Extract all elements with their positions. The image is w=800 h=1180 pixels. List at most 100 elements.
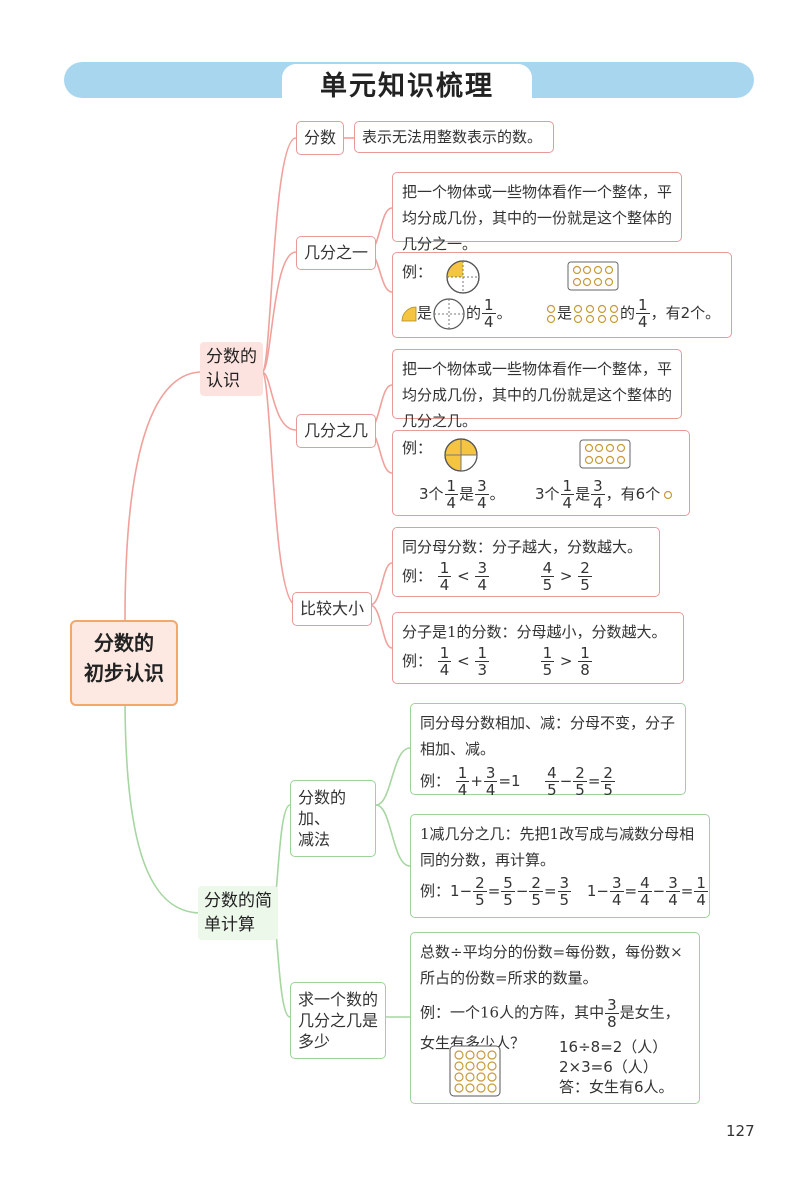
math-token: 1 — [638, 296, 648, 314]
example-label: 例： — [420, 772, 451, 790]
math-token: 1 — [484, 296, 494, 314]
math-token: − — [559, 772, 573, 790]
math-token: 5 — [540, 576, 555, 594]
rule-text: 同分母分数相加、减：分母不变，分子相加、减。 — [420, 714, 676, 758]
math-token: = — [487, 882, 501, 900]
jifenzhiyi-definition: 把一个物体或一些物体看作一个整体，平均分成几份，其中的一份就是这个整体的几分之一… — [392, 172, 682, 253]
math-token: 2 — [603, 764, 613, 782]
node-compare: 比较大小 — [292, 592, 373, 626]
math-token: − — [596, 882, 609, 900]
math-token: 5 — [529, 891, 543, 909]
math-token: 8 — [605, 1013, 619, 1031]
math-token: 1 — [446, 477, 457, 495]
math-token: 4 — [591, 494, 605, 512]
math-token: 是女生， — [619, 1003, 680, 1022]
math-token: = — [587, 772, 601, 790]
math-token: 3 — [559, 874, 570, 892]
math-token: 1 — [562, 477, 573, 495]
page-title: 单元知识梳理 — [320, 71, 494, 102]
math-token: 5 — [473, 891, 487, 909]
example-label: 例： — [402, 567, 433, 585]
operator: < — [457, 652, 470, 670]
math-token: 4 — [542, 559, 553, 577]
math-token: 5 — [503, 874, 513, 892]
branch-fraction-concept: 分数的 认识 — [200, 342, 263, 396]
word-shi: 是 — [417, 304, 433, 322]
node-fenshu: 分数 — [296, 121, 345, 155]
math-token: 8 — [578, 661, 592, 679]
math-token: 1 — [457, 764, 468, 782]
math-token: 3 — [607, 996, 617, 1014]
calc-step-1: 16÷8=2（人） — [559, 1038, 668, 1056]
math-token: 例：一个16人的方阵，其中 — [420, 1003, 605, 1022]
calc-step-2: 2×3=6（人） — [559, 1058, 658, 1076]
word-de: 的 — [466, 304, 482, 322]
branch1-line-1: 分数的 — [206, 347, 257, 367]
math-token: 5 — [573, 781, 587, 799]
circle-quarter-shaded — [446, 260, 480, 294]
label-line-1: 求一个数的 — [298, 990, 379, 1009]
math-token: 1 — [542, 644, 553, 662]
math-token: 4 — [694, 891, 708, 909]
part-of-number-box: 总数÷平均分的份数=每份数，每份数×所占的份数=所求的数量。 例：一个16人的方… — [410, 932, 700, 1104]
math-token: 3 — [668, 874, 678, 892]
math-token: = — [680, 882, 694, 900]
branch2-line-2: 单计算 — [204, 915, 255, 935]
rule-text: 分子是1的分数：分母越小，分数越大。 — [402, 623, 667, 641]
math-token: 2 — [475, 874, 485, 892]
math-token: 1 — [439, 559, 450, 577]
math-token: 1 — [586, 882, 597, 900]
math-token: = — [624, 882, 638, 900]
math-token: 3 — [477, 477, 487, 495]
math-token: − — [652, 882, 666, 900]
operator: < — [457, 567, 470, 585]
branch2-line-1: 分数的简 — [204, 891, 272, 911]
math-token: 2 — [531, 874, 541, 892]
math-token: 5 — [545, 781, 559, 799]
branch1-line-2: 认识 — [206, 371, 240, 391]
root-node: 分数的 初步认识 — [70, 620, 178, 706]
math-token: 1 — [580, 644, 590, 662]
square-array-16-icon — [449, 1045, 501, 1097]
divided-circle-icon — [433, 297, 465, 330]
jifenzhiji-definition: 把一个物体或一些物体看作一个整体，平均分成几份，其中的几份就是这个整体的几分之几… — [392, 349, 682, 430]
punct: 。 — [496, 304, 512, 322]
counters-tray-8 — [567, 261, 619, 291]
math-token: = — [498, 772, 512, 790]
math-token: 4 — [483, 781, 498, 799]
word-shi: 是 — [575, 485, 591, 503]
math-token: 2 — [580, 559, 590, 577]
math-token: 4 — [640, 874, 650, 892]
math-token: 3 — [485, 764, 496, 782]
eight-counters-icon — [573, 304, 619, 323]
math-token: 4 — [444, 494, 459, 512]
ex2-suffix: ，有2个。 — [650, 304, 721, 322]
example-label: 例： — [402, 652, 433, 670]
word-shi: 是 — [459, 485, 475, 503]
example-label: 例： — [402, 263, 433, 281]
rule-text: 总数÷平均分的份数=每份数，每份数×所占的份数=所求的数量。 — [420, 943, 683, 987]
two-counters-icon — [546, 304, 556, 323]
math-token: = — [543, 882, 557, 900]
word-de: 的 — [620, 304, 636, 322]
